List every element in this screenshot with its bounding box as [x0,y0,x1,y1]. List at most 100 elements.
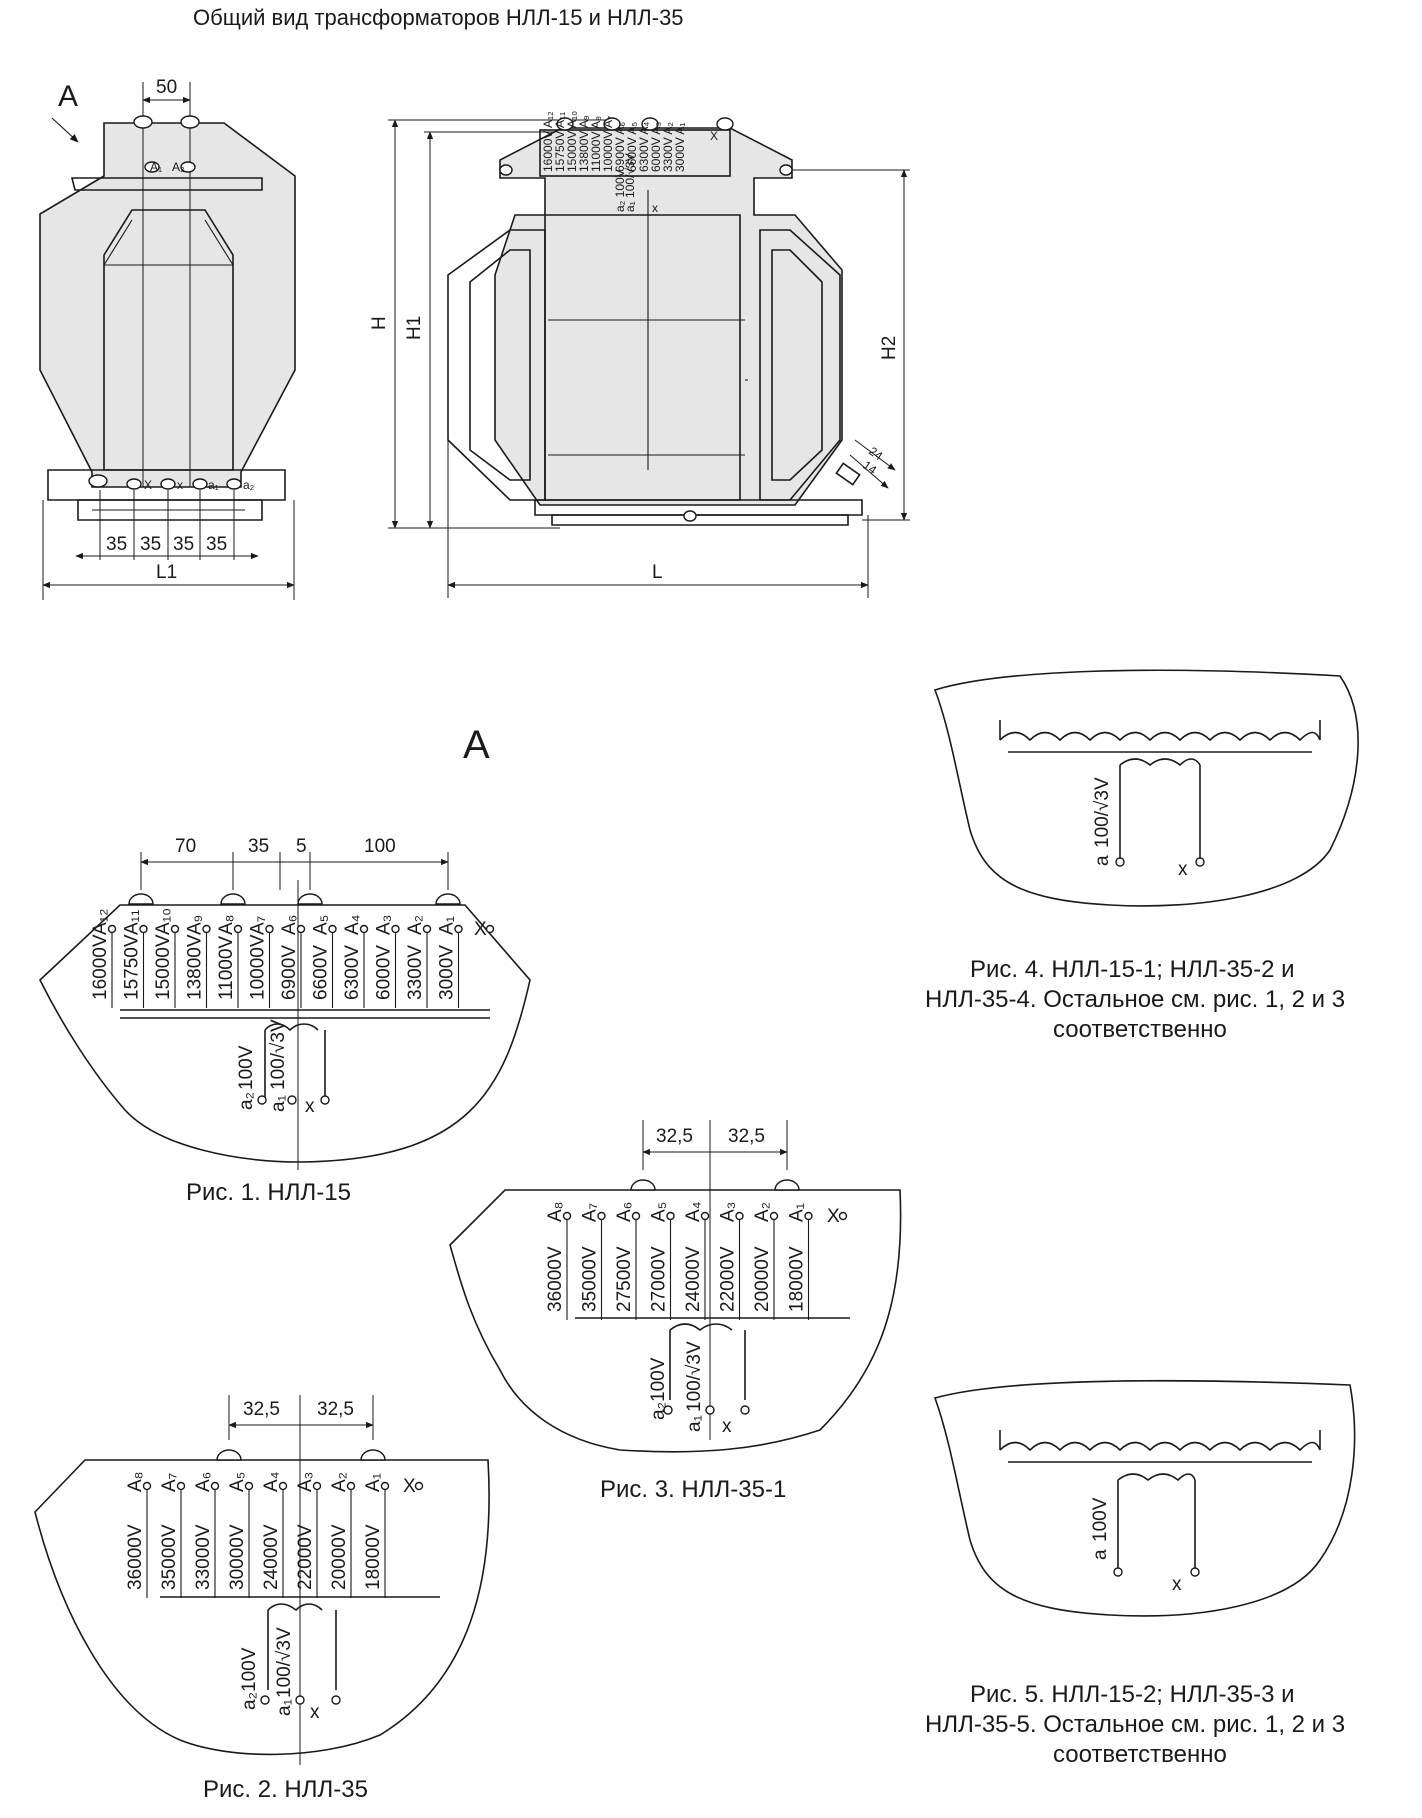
fig2-tap-terminal-8: A₁ [363,1473,384,1492]
fig1-caption: Рис. 1. НЛЛ-15 [186,1179,351,1206]
front-tap-labels: 16000V A₁₂ 15750V A₁₁ 15000V A₁₀ 13800V … [541,111,718,215]
fig2-tap-1: 36000V [125,1524,146,1590]
fig1-tap-5: 11000V [216,936,237,1000]
fig1-tap-terminal-9: A₄ [342,914,363,935]
fig3-end-node [838,1211,848,1221]
side-terminal-a2b: a₂ [243,478,255,492]
fig1-tap-terminal-2: A₁₁ [122,910,143,936]
fig5-caption-1: Рис. 5. НЛЛ-15-2; НЛЛ-35-3 и [970,1681,1295,1708]
fig1-tap-node-8 [328,924,337,934]
fig2-tap-7: 20000V [329,1524,350,1590]
fig4-diagram: a 100/√3V x Рис. 4. НЛЛ-15-1; НЛЛ-35-2 и… [925,669,1359,1043]
fig1-tap-2: 15750V [122,934,143,1000]
fig1-tap-node-3 [170,924,180,934]
fig1-sec-a1v: 100/√3V [268,1019,289,1090]
fig1-tap-terminal-1: A₁₂ [90,909,111,935]
fig1-sec-a2: a₂ [236,1092,257,1110]
fig3-sec-a1v: 100/√3V [684,1341,705,1412]
dim-side-1: 35 [106,534,127,555]
side-terminal-a2: A₂ [172,160,185,174]
fig2-tap-5: 24000V [261,1524,282,1590]
fig3-tap-node-3 [631,1211,641,1221]
fig2-tap-node-1 [142,1481,152,1491]
front-view: H H1 16000V A₁₂ 15750V A₁₁ 15000V A₁₀ 13… [369,111,910,598]
dim-side-2: 35 [140,534,161,555]
fig1-end-terminal: X [474,919,487,940]
dim-top-spacing: 50 [156,77,177,98]
fig2-sec-a1: a₁ [274,1699,295,1716]
fig5-sec-a: a [1090,1549,1111,1560]
fig2-tap-terminal-3: A₆ [193,1472,214,1492]
fig3-tap-terminal-3: A₆ [614,1202,635,1222]
fig1-tap-7: 6900V [279,945,300,1000]
fig3-sec-x: x [722,1416,732,1437]
fig3-tap-terminal-8: A₁ [787,1203,808,1222]
fig3-dim-1: 32,5 [656,1126,693,1147]
fig3-caption: Рис. 3. НЛЛ-35-1 [600,1476,786,1503]
fig4-caption-1: Рис. 4. НЛЛ-15-1; НЛЛ-35-2 и [970,956,1295,983]
fig2-tap-8: 18000V [363,1524,384,1590]
fig5-sec-x: x [1172,1574,1182,1595]
front-tap-7: 6900V A₆ [613,122,627,172]
fig3-tap-node-2 [597,1211,606,1221]
fig1-tap-node-4 [202,924,211,934]
fig3-tap-node-7 [769,1211,779,1221]
fig2-tap-node-3 [210,1481,220,1491]
side-terminal-a1b: a₁ [208,478,219,492]
fig4-sec-x: x [1178,859,1188,880]
dim-length-L: L [652,562,663,583]
fig2-tap-labels: 36000VA₈35000VA₇33000VA₆30000VA₅24000VA₄… [125,1471,424,1598]
fig1-tap-labels: 16000VA₁₂15750VA₁₁15000VA₁₀13800VA₉11000… [90,908,495,1008]
fig3-sec-a2: a₂ [648,1402,669,1420]
fig1-tap-terminal-10: A₃ [374,915,395,935]
dim-side-3: 35 [173,534,194,555]
fig3-tap-2: 35000V [580,1246,601,1312]
fig3-sec-a2v: 100V [648,1357,669,1402]
page-title: Общий вид трансформаторов НЛЛ-15 и НЛЛ-3… [193,5,684,30]
side-terminal-X: X [144,478,152,492]
fig3-diagram: 32,5 32,5 36000VA₈35000VA₇27500VA₆27000V… [449,1120,902,1503]
front-tap-3: 15000V A₁₀ [565,111,579,172]
fig2-tap-node-6 [312,1481,322,1491]
fig2-tap-2: 35000V [159,1524,180,1590]
fig1-dim-1: 70 [175,836,196,857]
fig2-tap-4: 30000V [227,1524,248,1590]
fig3-tap-node-6 [735,1211,744,1221]
dim-width-L1: L1 [156,562,177,583]
fig2-tap-6: 22000V [295,1524,316,1590]
fig3-tap-node-4 [666,1211,675,1221]
fig1-tap-terminal-3: A₁₀ [153,908,174,935]
fig1-tap-11: 3300V [405,945,426,1000]
fig3-dim-2: 32,5 [728,1126,765,1147]
fig1-tap-4: 13800V [185,934,206,1000]
front-sec-1: a₂ 100V [613,169,627,212]
fig1-tap-3: 15000V [153,934,174,1000]
fig5-caption-3: соответственно [1053,1741,1227,1768]
fig2-dim-2: 32,5 [317,1399,354,1420]
front-tap-9: 6300V A₄ [637,122,651,172]
fig1-tap-terminal-8: A₅ [311,915,332,935]
fig3-tap-terminal-4: A₅ [649,1202,670,1222]
fig5-caption-2: НЛЛ-35-5. Остальное см. рис. 1, 2 и 3 [925,1711,1345,1738]
fig1-tap-node-11 [422,924,432,934]
fig3-tap-3: 27500V [614,1246,635,1312]
fig1-sec-x: x [305,1096,315,1117]
side-terminal-x: x [177,478,183,492]
front-tap-2: 15750V A₁₁ [553,112,567,172]
fig1-tap-node-12 [454,924,463,934]
fig2-end-terminal: X [403,1476,416,1497]
fig2-tap-terminal-4: A₅ [227,1472,248,1492]
fig5-diagram: a 100V x Рис. 5. НЛЛ-15-2; НЛЛ-35-3 и НЛ… [925,1380,1356,1768]
fig1-tap-terminal-4: A₉ [185,915,206,935]
fig1-tap-node-5 [233,924,243,934]
front-tap-10: 6000V A₃ [649,122,663,172]
fig1-tap-terminal-6: A₇ [248,916,269,935]
front-tap-12: 3000V A₁ [673,123,687,172]
fig1-tap-8: 6600V [311,945,332,1000]
fig1-tap-terminal-12: A₁ [437,916,458,935]
fig3-tap-node-5 [700,1211,710,1221]
fig1-tap-node-6 [265,924,274,934]
fig1-end-node [485,924,495,934]
fig3-tap-terminal-2: A₇ [580,1203,601,1222]
fig2-sec-a1v: 100/√3V [274,1627,295,1698]
